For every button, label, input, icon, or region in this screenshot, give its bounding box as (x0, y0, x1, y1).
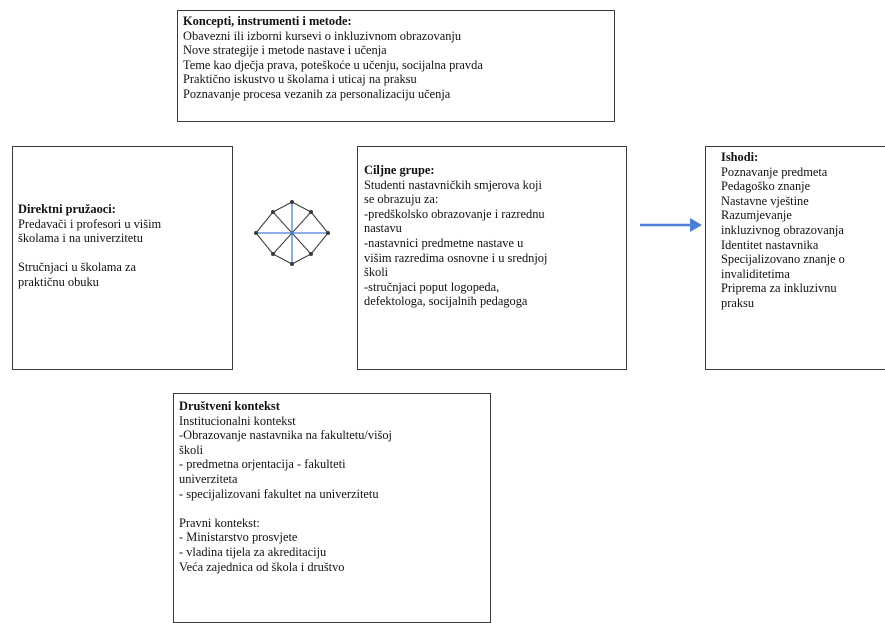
right-arrow-icon (640, 218, 702, 232)
outcomes-line: Pedagoško znanje (721, 179, 811, 194)
outcomes-line: Razumjevanje (721, 208, 792, 223)
targets-line: -predškolsko obrazovanje i razrednu (364, 206, 545, 221)
concepts-title: Koncepti, instrumenti i metode: (183, 14, 352, 28)
providers-line: školama i na univerzitetu (18, 231, 143, 246)
providers-line: praktičnu obuku (18, 274, 99, 289)
targets-line: se obrazuju za: (364, 192, 439, 207)
context-spacer (179, 501, 490, 516)
outcomes-line: inkluzivnog obrazovanja (721, 222, 844, 237)
target-groups-box: Ciljne grupe: Studenti nastavničkih smje… (357, 146, 627, 370)
targets-line: školi (364, 265, 389, 280)
outcomes-line: Identitet nastavnika (721, 237, 819, 252)
outcomes-line: Nastavne vještine (721, 193, 809, 208)
context-line: Veća zajednica od škola i društvo (179, 559, 345, 574)
targets-line: defektologa, socijalnih pedagoga (364, 294, 528, 309)
concepts-box: Koncepti, instrumenti i metode: Obavezni… (177, 10, 615, 122)
outcomes-line: invaliditetima (721, 266, 790, 281)
targets-line: -nastavnici predmetne nastave u (364, 235, 524, 250)
context-line: - specijalizovani fakultet na univerzite… (179, 486, 379, 501)
context-line: Institucionalni kontekst (179, 413, 296, 428)
targets-title: Ciljne grupe: (364, 163, 435, 177)
social-context-box: Društveni kontekst Institucionalni konte… (173, 393, 491, 623)
context-title: Društveni kontekst (179, 399, 280, 413)
concepts-line: Poznavanje procesa vezanih za personaliz… (183, 86, 451, 101)
network-nodes (254, 200, 330, 266)
outcomes-title: Ishodi: (721, 150, 759, 164)
concepts-line: Praktično iskustvo u školama i uticaj na… (183, 72, 417, 87)
network-edges (255, 201, 329, 265)
concepts-line: Teme kao dječja prava, poteškoće u učenj… (183, 57, 483, 72)
context-line: - vladina tijela za akreditaciju (179, 544, 327, 559)
providers-spacer (18, 246, 232, 261)
targets-line: nastavu (364, 221, 402, 236)
targets-line: Studenti nastavničkih smjerova koji (364, 177, 542, 192)
targets-line: višim razredima osnovne i u srednjoj (364, 250, 548, 265)
context-line: univerziteta (179, 471, 238, 486)
providers-box: Direktni pružaoci: Predavači i profesori… (12, 146, 233, 370)
outcomes-box: Ishodi: Poznavanje predmeta Pedagoško zn… (705, 146, 885, 370)
outcomes-line: Priprema za inkluzivnu (721, 281, 837, 296)
context-line: - Ministarstvo prosvjete (179, 530, 298, 545)
concepts-line: Obavezni ili izborni kursevi o inkluzivn… (183, 28, 462, 43)
network-graph-icon (254, 200, 330, 266)
providers-title: Direktni pružaoci: (18, 202, 116, 216)
context-line: - predmetna orjentacija - fakulteti (179, 457, 346, 472)
outcomes-line: praksu (721, 295, 755, 310)
context-line: Pravni kontekst: (179, 515, 260, 530)
providers-line: Stručnjaci u školama za (18, 260, 137, 275)
concepts-line: Nove strategije i metode nastave i učenj… (183, 43, 387, 58)
context-line: školi (179, 442, 204, 457)
outcomes-line: Poznavanje predmeta (721, 164, 828, 179)
targets-line: -stručnjaci poput logopeda, (364, 279, 500, 294)
outcomes-line: Specijalizovano znanje o (721, 252, 845, 267)
context-line: -Obrazovanje nastavnika na fakultetu/viš… (179, 428, 392, 443)
providers-line: Predavači i profesori u višim (18, 216, 162, 231)
